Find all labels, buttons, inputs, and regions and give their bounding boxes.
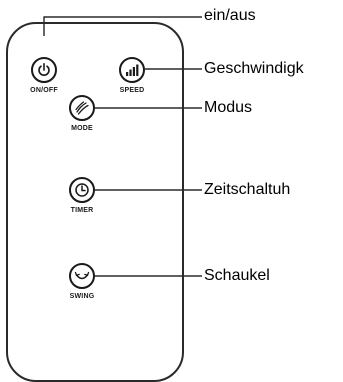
- mode-button[interactable]: [69, 95, 95, 121]
- power-icon: [38, 62, 50, 76]
- timer-button[interactable]: [69, 177, 95, 203]
- callout-lines: [43, 16, 202, 277]
- callout-swing: Schaukel: [204, 267, 270, 284]
- swing-label: SWING: [69, 293, 95, 300]
- speed-button[interactable]: [119, 57, 145, 83]
- callout-line-power: [43, 16, 202, 36]
- callout-power: ein/aus: [204, 7, 256, 24]
- callout-mode: Modus: [204, 99, 253, 116]
- swing-button[interactable]: [69, 263, 95, 289]
- wind-icon: [75, 101, 89, 115]
- callout-timer: Zeitschaltuh: [204, 181, 291, 198]
- mode-label: MODE: [71, 125, 93, 132]
- power-label: ON/OFF: [30, 87, 58, 94]
- signal-bars-icon: [126, 64, 139, 76]
- clock-icon: [75, 183, 89, 197]
- callout-speed: Geschwindigk: [204, 60, 304, 77]
- speed-label: SPEED: [119, 87, 145, 94]
- remote-diagram: ON/OFF SPEED MODE TIMER SWIN: [6, 7, 304, 382]
- power-button[interactable]: [31, 57, 57, 83]
- timer-label: TIMER: [70, 207, 94, 214]
- swing-arrow-icon: [74, 271, 90, 280]
